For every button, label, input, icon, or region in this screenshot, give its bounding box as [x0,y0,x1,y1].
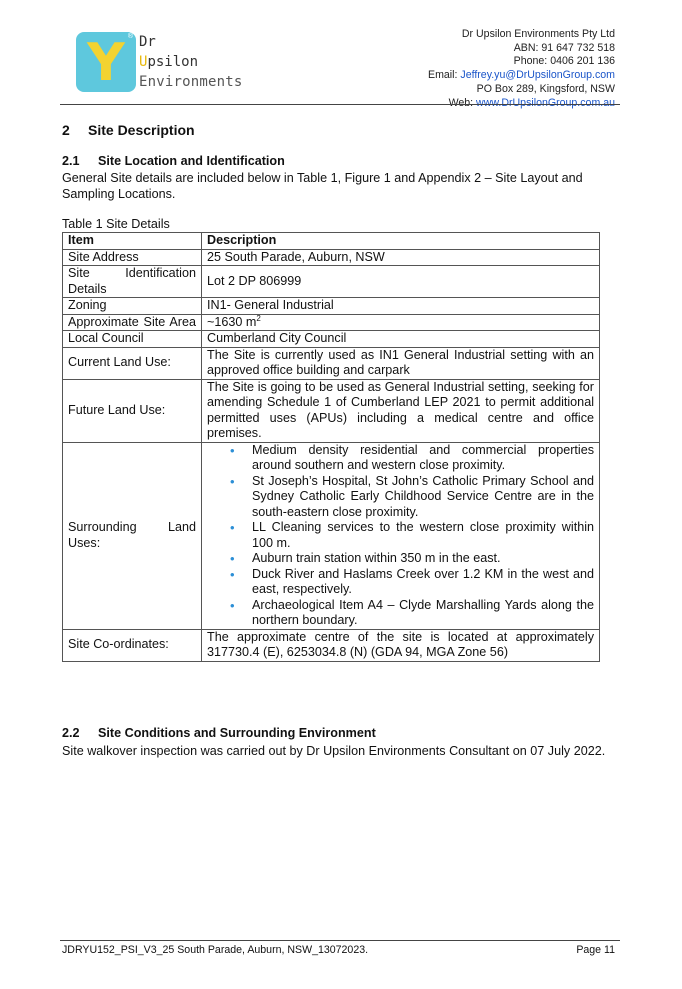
table-row: Site Address 25 South Parade, Auburn, NS… [62,248,600,266]
email-link[interactable]: Jeffrey.yu@DrUpsilonGroup.com [460,69,615,82]
list-item: •Archaeological Item A4 – Clyde Marshall… [230,597,594,628]
logo-line-upsilon: Upsilon [139,54,199,70]
table-row: Current Land Use: The Site is currently … [62,346,600,380]
table-row: Site Identification Details Lot 2 DP 806… [62,265,600,298]
table-row: Future Land Use: The Site is going to be… [62,378,600,443]
surrounding-uses-list: •Medium density residential and commerci… [207,443,594,629]
bullet-icon: • [230,566,235,582]
list-item: •Duck River and Haslams Creek over 1.2 K… [230,566,594,597]
company-name: Dr Upsilon Environments Pty Ltd [461,28,615,40]
y-logo-icon: Y ® [76,32,136,93]
bullet-icon: • [230,442,235,458]
logo-line-environments: Environments [139,74,243,90]
footer-page-number: Page 11 [576,944,615,956]
company-email-line: Email: Jeffrey.yu@DrUpsilonGroup.com [428,69,615,82]
table-row: Approximate Site Area ~1630 m2 [62,313,600,331]
header-item: Item [62,232,202,250]
logo-line-dr: Dr [139,34,156,50]
header-description: Description [201,232,600,250]
header-divider [60,104,620,105]
list-item: •Medium density residential and commerci… [230,442,594,473]
company-phone: Phone: 0406 201 136 [513,55,615,68]
company-po-box: PO Box 289, Kingsford, NSW [476,82,615,95]
site-details-table: Item Description Site Address 25 South P… [62,232,600,662]
table-caption: Table 1 Site Details [62,217,170,231]
bullet-icon: • [230,520,235,535]
company-logo: Y ® Dr Upsilon Environments [76,30,246,96]
table-row: Local Council Cumberland City Council [62,330,600,348]
list-item: •Auburn train station within 350 m in th… [230,551,501,566]
bullet-icon: • [230,551,235,566]
subsection-2-1-text: General Site details are included below … [62,171,583,201]
bullet-icon: • [230,473,235,489]
list-item: •St Joseph’s Hospital, St John’s Catholi… [230,473,594,519]
web-link[interactable]: www.DrUpsilonGroup.com.au [476,96,615,109]
table-row: Site Co-ordinates: The approximate centr… [62,628,600,662]
company-abn: ABN: 91 647 732 518 [513,41,615,54]
company-web-line: Web: www.DrUpsilonGroup.com.au [448,96,615,109]
company-details: Dr Upsilon Environments Pty Ltd ABN: 91 … [428,28,615,110]
logo-wordmark: Dr Upsilon Environments [139,32,243,92]
table-row: Zoning IN1- General Industrial [62,297,600,315]
table-header-row: Item Description [62,232,600,250]
table-row: Surrounding Land Uses: •Medium density r… [62,441,600,630]
list-item: •LL Cleaning services to the western clo… [230,520,594,550]
bullet-icon: • [230,597,235,613]
footer-divider [60,940,620,941]
subsection-2-2-text: Site walkover inspection was carried out… [62,744,606,758]
footer-doc-reference: JDRYU152_PSI_V3_25 South Parade, Auburn,… [62,944,369,956]
